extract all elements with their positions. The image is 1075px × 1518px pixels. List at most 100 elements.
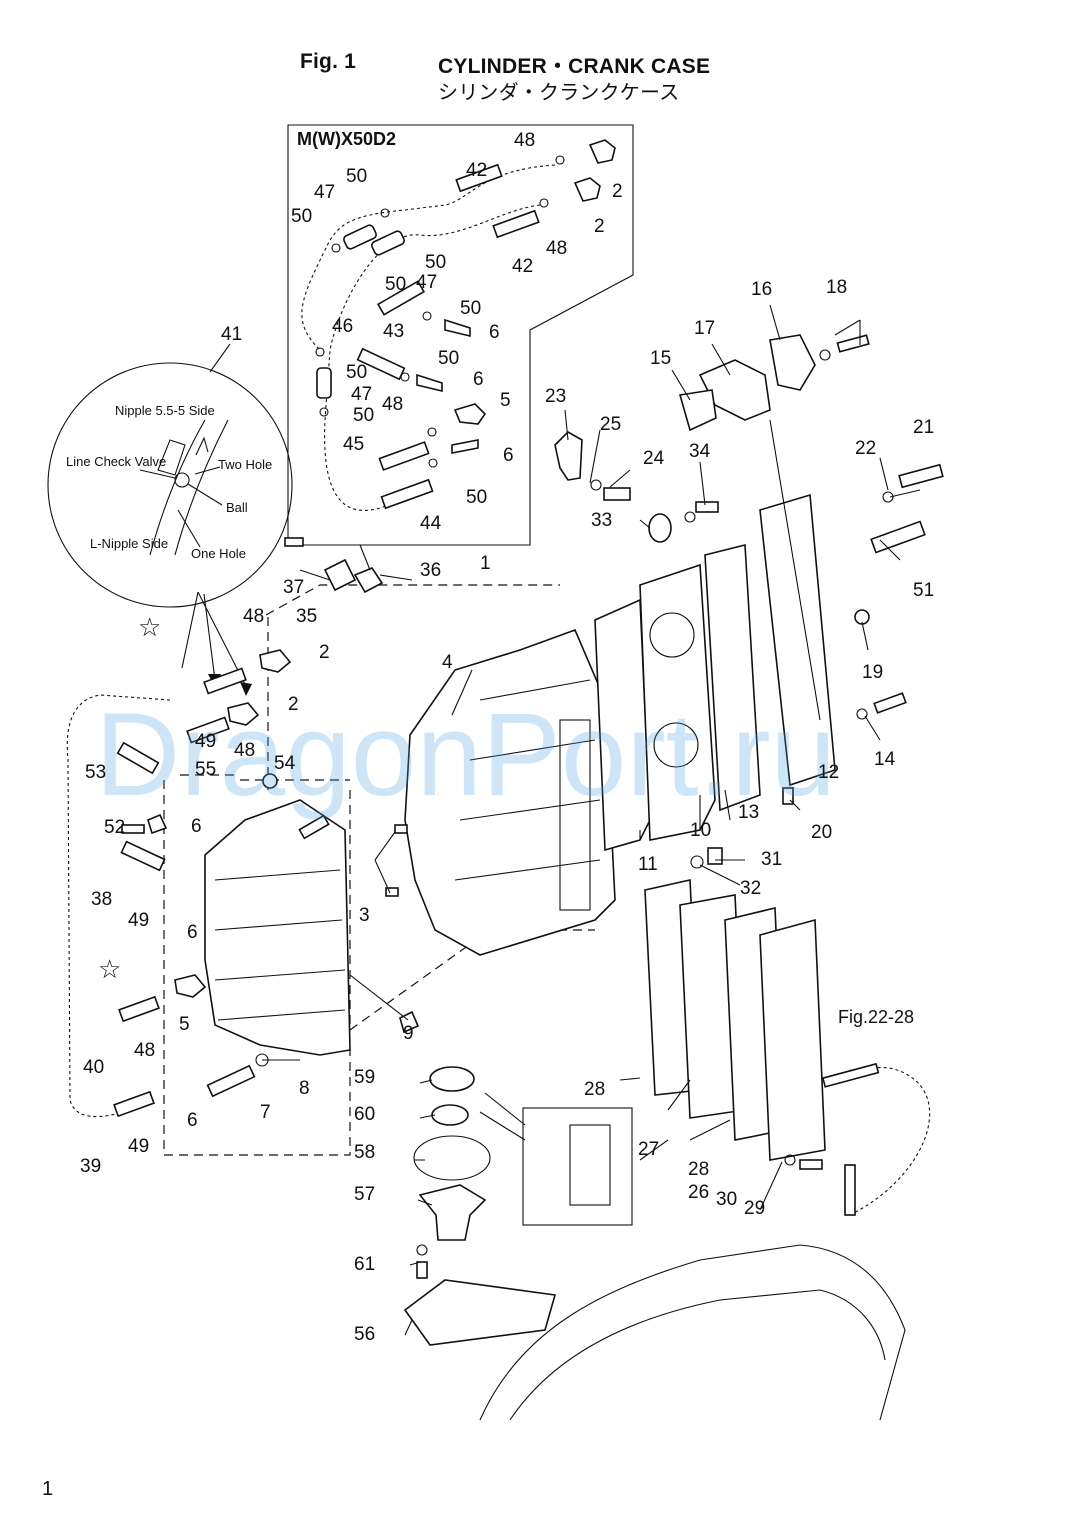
callout-33: 33 — [591, 510, 612, 531]
leader-two-hole — [194, 466, 221, 475]
callout-32: 32 — [740, 878, 761, 899]
callout-20: 20 — [811, 822, 832, 843]
bolt-7 — [206, 1064, 256, 1098]
callout-55: 55 — [195, 759, 216, 780]
callout-19: 19 — [862, 662, 883, 683]
clip-50-b — [331, 243, 341, 253]
label-l-nipple-side: L-Nipple Side — [90, 536, 168, 551]
callout-50-g: 50 — [346, 362, 367, 383]
callout-46: 46 — [332, 316, 353, 337]
elbow-5 — [453, 403, 487, 425]
leader-41 — [209, 343, 231, 373]
nipple-6-b — [416, 373, 443, 393]
bolt-29 — [799, 1159, 823, 1170]
hose-upper-left — [186, 716, 230, 744]
clip-50-f — [319, 407, 329, 417]
callout-56: 56 — [354, 1324, 375, 1345]
callout-25: 25 — [600, 414, 621, 435]
callout-5-a: 5 — [500, 390, 511, 411]
lower-case-outline — [479, 1244, 906, 1421]
callout-54: 54 — [274, 753, 296, 774]
lower-case-inner — [509, 1289, 886, 1421]
label-line-check-valve: Line Check Valve — [66, 454, 166, 469]
callout-5-b: 5 — [179, 1014, 190, 1035]
exhaust-cover-26 — [759, 918, 826, 1161]
callout-48-c: 48 — [382, 394, 403, 415]
callout-49-c: 49 — [128, 1136, 149, 1157]
callout-49-b: 49 — [128, 910, 149, 931]
label-one-hole: One Hole — [191, 546, 246, 561]
washer-61 — [416, 1244, 428, 1256]
seal-orientation-detail — [522, 1107, 633, 1226]
callout-2-d: 2 — [288, 694, 299, 715]
group-1-frame-left — [163, 617, 351, 1156]
hose-53 — [116, 741, 160, 775]
dowel-20 — [782, 787, 794, 805]
callout-3: 3 — [359, 905, 370, 926]
callout-48-d: 48 — [243, 606, 264, 627]
check-valve-47-c — [316, 367, 332, 399]
gasket-11 — [594, 598, 651, 852]
page-number: 1 — [42, 1478, 54, 1500]
callout-48-a: 48 — [514, 130, 535, 151]
hose-40 — [118, 995, 160, 1023]
callout-59: 59 — [354, 1067, 375, 1088]
bolt-21 — [898, 463, 944, 489]
check-valve-detail: Nipple 5.5-5 Side Line Check Valve Two H… — [47, 343, 293, 696]
watermark: DragonPort.ru — [95, 689, 836, 821]
callout-28-a: 28 — [584, 1079, 605, 1100]
elbow-2-main-a — [259, 649, 292, 673]
thermostat-cap-16 — [769, 334, 816, 391]
callout-31: 31 — [761, 849, 782, 870]
title-english: CYLINDER・CRANK CASE — [438, 55, 711, 78]
callout-50-h: 50 — [353, 405, 374, 426]
callout-52: 52 — [104, 817, 125, 838]
valve-internal — [157, 439, 186, 476]
hose-44 — [380, 478, 434, 510]
oil-seal-59 — [429, 1066, 475, 1092]
callout-51: 51 — [913, 580, 934, 601]
callout-47-a: 47 — [314, 182, 335, 203]
bolt-18 — [836, 334, 870, 353]
callout-61: 61 — [354, 1254, 375, 1275]
model-inset: M(W)X50D2 — [287, 124, 634, 546]
clip-50-e — [315, 347, 325, 357]
callout-48-f: 48 — [134, 1040, 155, 1061]
gasket-36 — [353, 567, 384, 594]
hose-42-lower — [492, 209, 540, 239]
bolt-24 — [603, 487, 631, 501]
hose-42-upper — [455, 163, 503, 193]
callout-50-b: 50 — [291, 206, 312, 227]
group-1-frame-mid — [180, 774, 350, 781]
clip-48-a — [555, 155, 565, 165]
callout-15: 15 — [650, 348, 671, 369]
hose-45 — [378, 441, 430, 471]
clip-48-b — [539, 198, 549, 208]
hose-fig22 — [821, 1062, 880, 1088]
callout-12: 12 — [818, 762, 839, 783]
callout-6-a: 6 — [489, 322, 500, 343]
seal-housing-57 — [418, 1184, 487, 1241]
clip-50-a — [380, 208, 390, 218]
o-ring-58 — [413, 1135, 491, 1181]
callout-27: 27 — [638, 1139, 659, 1160]
callout-28-b: 28 — [688, 1159, 709, 1180]
callout-37: 37 — [283, 577, 304, 598]
flow-arrow-icon — [195, 436, 209, 456]
valve-body-outline — [149, 419, 229, 556]
group-1-frame-top — [265, 584, 560, 616]
pilot-hose-path — [849, 1067, 931, 1216]
hose-39 — [113, 1090, 155, 1118]
title-japanese: シリンダ・クランクケース — [438, 82, 680, 104]
bolt-31 — [707, 847, 723, 865]
callout-6-e: 6 — [187, 922, 198, 943]
bore-upper — [649, 612, 695, 658]
hose-38 — [120, 840, 166, 872]
seal-detail-shaft — [569, 1124, 611, 1206]
callout-53: 53 — [85, 762, 106, 783]
washer-25 — [590, 479, 602, 491]
callout-36: 36 — [420, 560, 441, 581]
star-marker-lower: ☆ — [98, 954, 121, 984]
callout-45: 45 — [343, 434, 364, 455]
cylinder-block-ribs — [454, 679, 601, 881]
